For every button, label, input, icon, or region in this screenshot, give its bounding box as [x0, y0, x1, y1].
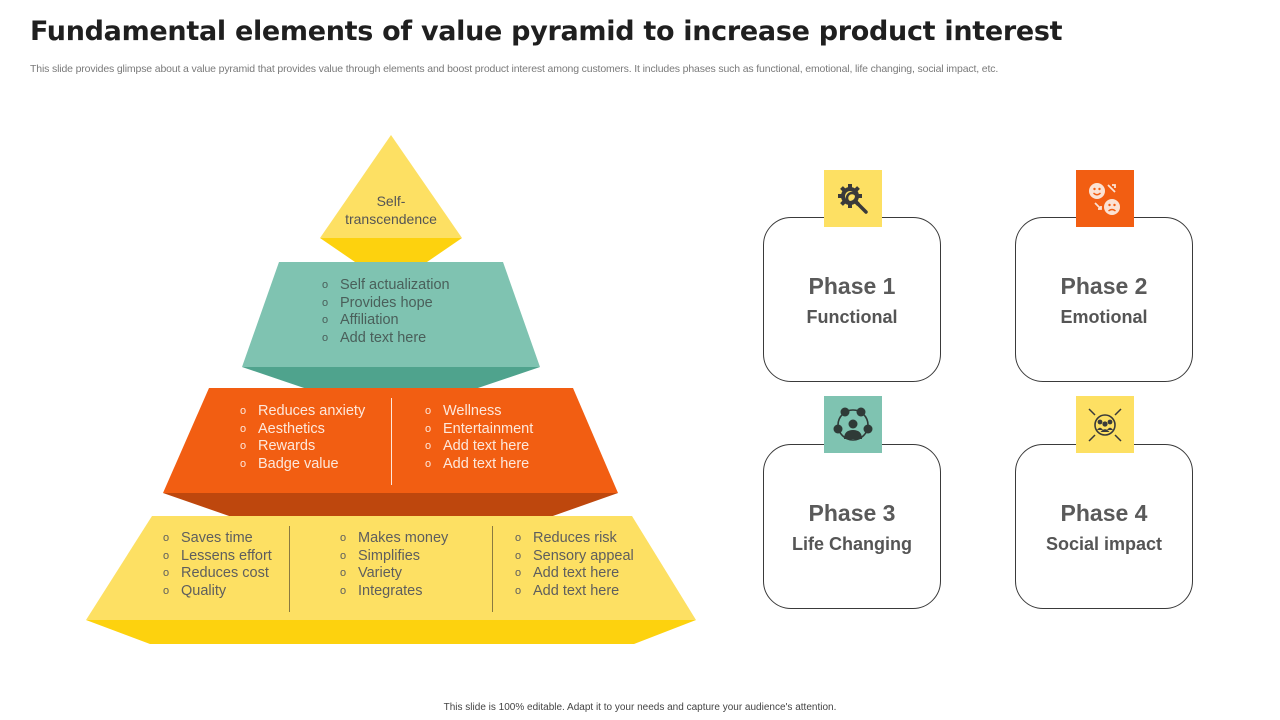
phase-2-badge	[1076, 170, 1134, 227]
phase-title: Phase 1	[808, 273, 896, 299]
gear-wrench-icon	[838, 183, 868, 214]
pyramid-tier2-bevel	[242, 367, 540, 390]
phase-title: Phase 2	[1060, 273, 1148, 299]
phase-card-2: Phase 2 Emotional	[1015, 217, 1193, 382]
phase-subtitle: Emotional	[1060, 307, 1148, 327]
emotions-icon	[1089, 182, 1120, 215]
page-title: Fundamental elements of value pyramid to…	[30, 16, 1063, 47]
phase-subtitle: Functional	[806, 307, 898, 327]
pyramid-tier4-bevel	[86, 620, 696, 644]
page-subtitle: This slide provides glimpse about a valu…	[30, 63, 999, 75]
footer-note: This slide is 100% editable. Adapt it to…	[443, 702, 837, 713]
pyramid-tier3-shape	[163, 388, 618, 493]
phase-subtitle: Social impact	[1045, 534, 1163, 554]
lifestyle-network-icon	[833, 407, 873, 441]
pyramid-tier4-shape	[86, 516, 696, 620]
apex-label: Self- transcendence	[345, 193, 437, 227]
community-focus-icon	[1088, 407, 1122, 442]
phase-1-badge	[824, 170, 882, 227]
tier4-divider-1	[289, 526, 290, 612]
phase-subtitle: Life Changing	[792, 534, 912, 554]
phase-card-1: Phase 1 Functional	[763, 217, 941, 382]
phase-3-badge	[824, 396, 882, 453]
phase-card-3: Phase 3 Life Changing	[763, 444, 941, 609]
phase-title: Phase 3	[808, 500, 896, 526]
tier3-divider	[391, 398, 392, 485]
pyramid-apex-shape	[320, 135, 462, 238]
pyramid-tier3-bevel	[163, 493, 618, 517]
phase-title: Phase 4	[1060, 500, 1148, 526]
tier4-divider-2	[492, 526, 493, 612]
phase-4-badge	[1076, 396, 1134, 453]
pyramid-apex-bevel	[320, 238, 462, 262]
pyramid-tier2-shape	[242, 262, 540, 367]
phase-card-4: Phase 4 Social impact	[1015, 444, 1193, 609]
